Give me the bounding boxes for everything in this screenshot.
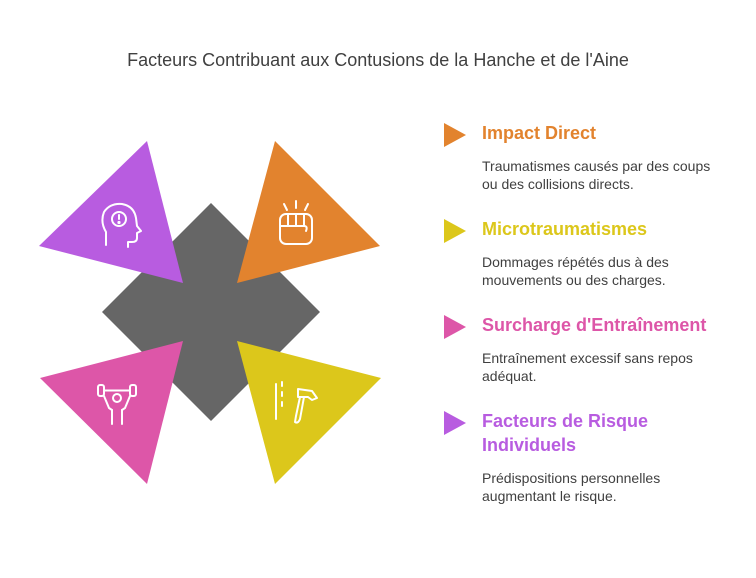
factor-description: Dommages répétés dus à des mouvements ou… (482, 254, 669, 288)
factor-heading: Facteurs de Risque Individuels (482, 411, 649, 455)
factor-heading: Surcharge d'Entraînement (482, 315, 707, 335)
factor-description: Entraînement excessif sans repos adéquat… (482, 350, 693, 384)
factor-heading: Impact Direct (482, 123, 597, 143)
factor-diagram (39, 141, 381, 484)
triangle-marker-icon (444, 411, 466, 435)
fist-impact-icon (279, 200, 313, 245)
triangle-marker-icon (444, 315, 466, 339)
triangle-purple (39, 141, 183, 283)
hammer-icon (275, 381, 318, 424)
weightlifter-icon (97, 384, 137, 425)
triangle-marker-icon (444, 123, 466, 147)
factor-heading: Microtraumatismes (482, 219, 648, 239)
head-alert-icon (101, 202, 142, 248)
factor-description: Traumatismes causés par des coups ou des… (482, 158, 711, 192)
factor-description: Prédispositions personnelles augmentant … (482, 470, 661, 504)
triangle-marker-icon (444, 219, 466, 243)
triangle-yellow (237, 341, 381, 484)
page-title: Facteurs Contribuant aux Contusions de l… (127, 50, 629, 70)
triangle-orange (237, 141, 380, 283)
